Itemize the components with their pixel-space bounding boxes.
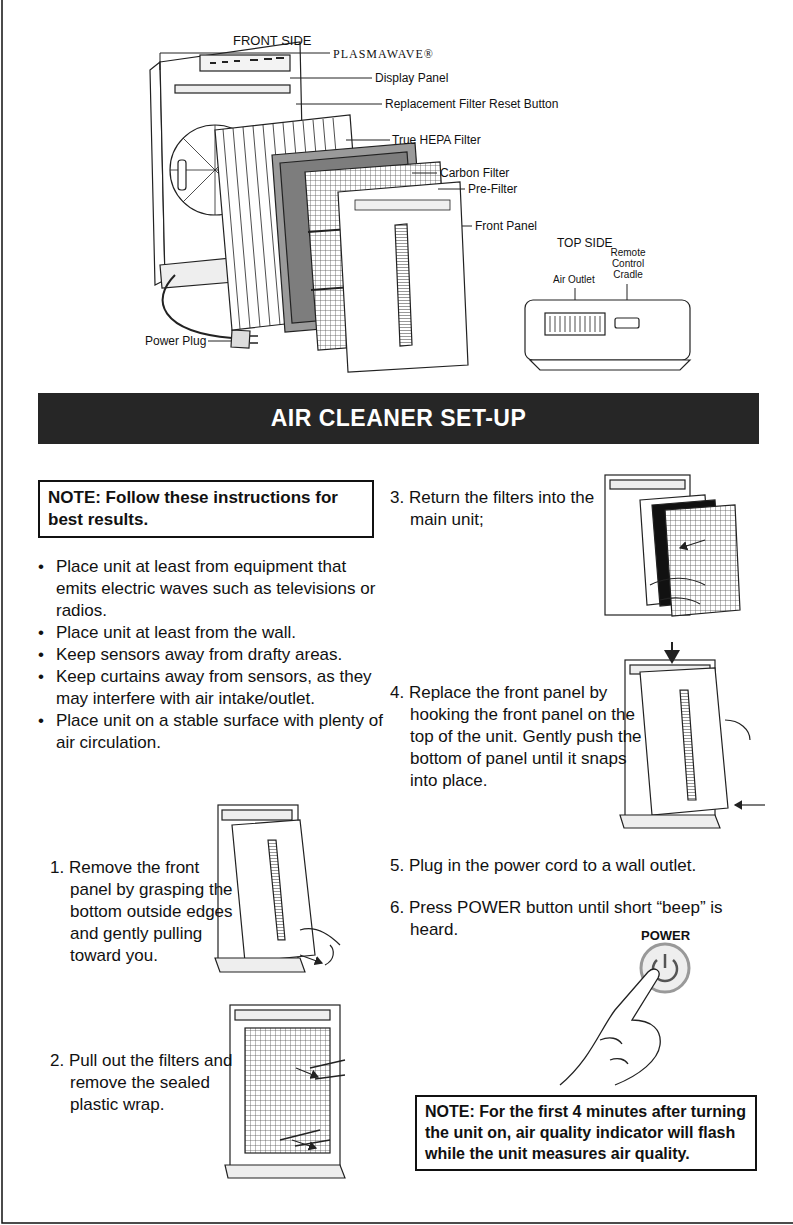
power-button-hand xyxy=(560,944,689,1085)
title-text: AIR CLEANER SET-UP xyxy=(271,405,527,432)
step1-illustration-part xyxy=(232,820,315,962)
bullet-text: Place unit at least from equipment that … xyxy=(56,556,386,622)
title-band: AIR CLEANER SET-UP xyxy=(38,393,759,444)
step-text: 2. Pull out the filters and remove the s… xyxy=(50,1050,248,1116)
leader-lines-part xyxy=(290,78,372,79)
step1-illustration xyxy=(215,805,340,972)
step2-illustration-part xyxy=(280,1130,330,1146)
part-label: Air Outlet xyxy=(553,274,623,286)
power-button-hand-part xyxy=(600,1038,628,1064)
power-button-hand-part xyxy=(664,954,667,968)
leader-lines-part xyxy=(438,189,465,190)
note-text: NOTE: For the first 4 minutes after turn… xyxy=(425,1102,747,1164)
step4-illustration-part xyxy=(620,815,720,828)
step3-illustration-part xyxy=(680,540,705,548)
step1-illustration-part xyxy=(222,810,292,820)
exploded-view-part xyxy=(250,336,258,343)
exploded-view-part xyxy=(355,200,450,210)
step2-illustration-part xyxy=(245,1028,330,1153)
step-text: 4. Replace the front panel by hooking th… xyxy=(390,682,648,792)
part-label: Display Panel xyxy=(375,71,525,86)
exploded-view-part xyxy=(163,275,232,338)
step2-illustration-part xyxy=(292,1140,316,1148)
bullet-mark: • xyxy=(38,644,52,666)
top-view-part xyxy=(550,316,600,332)
leader-lines-part xyxy=(296,104,382,105)
note-text: NOTE: Follow these instructions for best… xyxy=(48,487,364,531)
top-view-part xyxy=(530,360,690,370)
step1-illustration-part xyxy=(268,840,285,940)
step4-illustration-part xyxy=(735,804,765,805)
part-label: Front Panel xyxy=(475,219,575,234)
bullet-text: Keep sensors away from drafty areas. xyxy=(56,644,386,666)
leader-lines-part xyxy=(346,140,390,141)
note-box: NOTE: For the first 4 minutes after turn… xyxy=(415,1095,757,1171)
part-label: FRONT SIDE xyxy=(233,33,343,49)
bullet-mark: • xyxy=(38,666,52,688)
step2-illustration-part xyxy=(296,1068,318,1077)
exploded-view-part xyxy=(395,224,412,346)
top-view xyxy=(525,300,690,370)
part-label: Remote Control Cradle xyxy=(604,247,652,280)
step1-illustration-part xyxy=(300,929,340,965)
exploded-view-part xyxy=(178,160,186,190)
step-text: 1. Remove the front panel by grasping th… xyxy=(50,857,242,967)
top-view-part xyxy=(615,318,639,328)
note-box: NOTE: Follow these instructions for best… xyxy=(38,480,374,538)
bullet-text: Keep curtains away from sensors, as they… xyxy=(56,666,386,710)
step4-illustration-part xyxy=(671,642,673,662)
leader-lines-part xyxy=(412,173,437,174)
bullet-text: Place unit at least from the wall. xyxy=(56,622,386,644)
step-text: 6. Press POWER button until short “beep”… xyxy=(390,897,745,941)
step3-illustration-part xyxy=(665,505,740,616)
exploded-view-part xyxy=(231,330,250,348)
step-text: 5. Plug in the power cord to a wall outl… xyxy=(390,855,790,877)
step2-illustration xyxy=(225,1005,345,1178)
exploded-view xyxy=(150,42,468,372)
exploded-view-part xyxy=(210,58,284,63)
step4-illustration xyxy=(620,642,765,828)
step-text: 3. Return the filters into the main unit… xyxy=(390,487,615,531)
exploded-view-part xyxy=(200,55,290,71)
part-label: Power Plug xyxy=(145,334,225,349)
step4-illustration-part xyxy=(680,690,696,800)
top-view-part xyxy=(545,313,605,335)
bullet-mark: • xyxy=(38,622,52,644)
leader-lines-part xyxy=(462,226,472,227)
bullet-mark: • xyxy=(38,556,52,578)
step3-illustration-part xyxy=(650,578,705,604)
part-label: Carbon Filter xyxy=(440,166,560,181)
exploded-view-part xyxy=(175,85,290,93)
leader-lines-part xyxy=(160,53,330,70)
step2-illustration-part xyxy=(225,1165,345,1178)
step1-illustration-part xyxy=(215,958,305,972)
top-view-part xyxy=(525,300,690,360)
leader-lines-part xyxy=(208,341,231,342)
bullet-mark: • xyxy=(38,710,52,732)
exploded-view-part xyxy=(338,182,468,372)
part-label: Pre-Filter xyxy=(468,182,568,197)
part-label: True HEPA Filter xyxy=(392,133,542,148)
power-button-hand-part xyxy=(560,969,660,1085)
step4-illustration-part xyxy=(725,720,750,740)
exploded-view-part xyxy=(160,258,234,288)
step2-illustration-part xyxy=(235,1010,330,1020)
brand-label: PLASMAWAVE® xyxy=(333,47,493,62)
step3-illustration-part xyxy=(610,480,685,489)
leader-lines xyxy=(160,53,627,341)
step1-illustration-part xyxy=(300,955,322,963)
step2-illustration-part xyxy=(230,1005,340,1170)
step4-illustration-part xyxy=(640,668,728,815)
step3-illustration xyxy=(605,475,740,616)
bullet-text: Place unit on a stable surface with plen… xyxy=(56,710,386,754)
part-label: Replacement Filter Reset Button xyxy=(385,97,605,112)
button-label: POWER xyxy=(641,928,711,943)
